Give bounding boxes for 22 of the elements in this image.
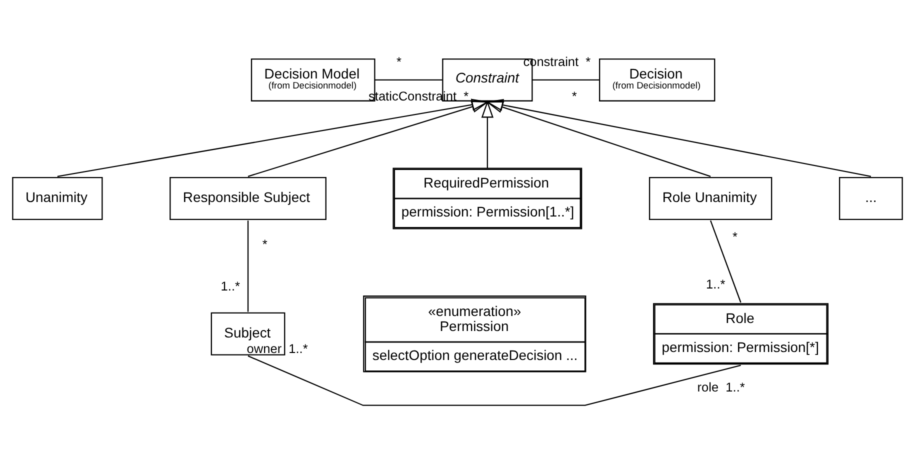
label: * — [732, 228, 738, 244]
label: role 1..* — [697, 378, 745, 394]
arrow — [248, 100, 490, 176]
node-box: Unanimity — [12, 176, 103, 220]
label: 1..* — [706, 276, 726, 292]
node-box: ... — [838, 176, 903, 220]
arrow — [486, 98, 872, 176]
node-box: Decision (from Decisionmodel) — [599, 58, 716, 101]
label: * — [262, 236, 268, 252]
label: * — [396, 53, 402, 68]
connector — [532, 78, 600, 80]
connector — [247, 220, 249, 312]
connector — [374, 78, 443, 80]
arrow — [481, 100, 494, 168]
node-box: Responsible Subject — [170, 176, 326, 220]
label: * — [572, 88, 577, 104]
arrow — [57, 98, 490, 176]
connector — [710, 220, 742, 302]
label: 1..* — [220, 278, 240, 293]
connector — [248, 354, 741, 406]
node-box: Role Unanimity — [648, 176, 772, 220]
arrow — [486, 100, 711, 176]
